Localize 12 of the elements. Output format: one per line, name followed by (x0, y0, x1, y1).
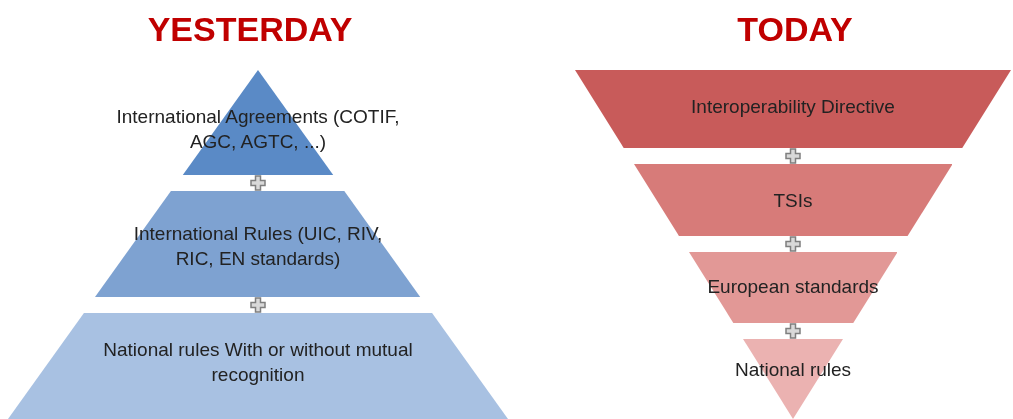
layer-label: European standards (706, 275, 880, 299)
panel-heading: TODAY (737, 10, 853, 49)
pyramid-layer (575, 70, 1011, 148)
pyramid-layer (633, 164, 953, 236)
panel-heading: YESTERDAY (147, 10, 353, 49)
layer-label: TSIs (772, 189, 814, 213)
pyramid-layer (688, 252, 898, 323)
layer-label: National rules (733, 358, 853, 382)
layer-label: Interoperability Directive (690, 95, 896, 119)
layer-label: National rules With or without mutual recognition (102, 338, 414, 387)
pyramid-layer (8, 313, 508, 419)
pyramid-layer (95, 191, 421, 297)
